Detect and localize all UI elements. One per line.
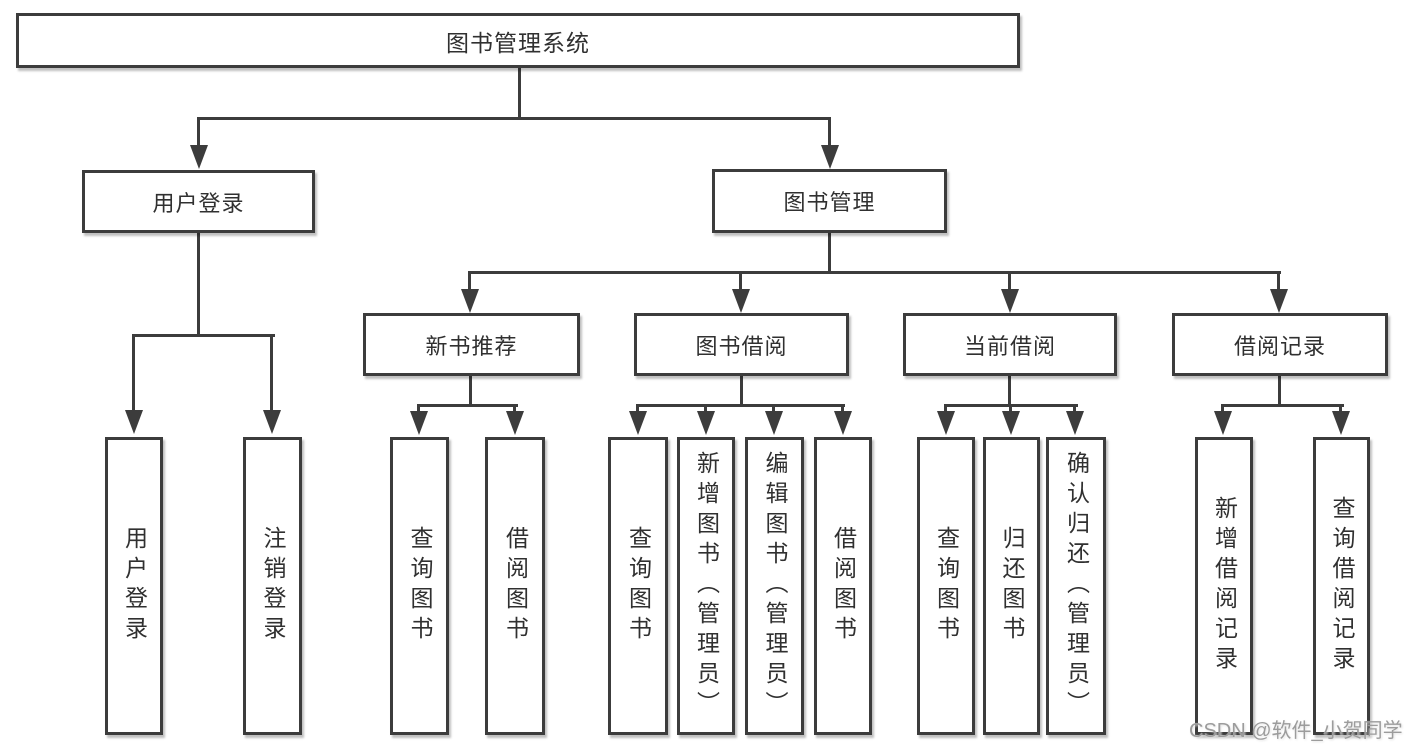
edge-login-trunk-vline: [197, 233, 200, 336]
edge-manage-trunk-vline: [828, 233, 831, 272]
arrow-down-to-bor-add-icon: [697, 411, 715, 435]
arrow-down-to-cur-confirm-icon: [1066, 411, 1084, 435]
edge-to-leaf-logout-stub: [270, 334, 273, 410]
node-current-borrow: 当前借阅: [903, 313, 1117, 376]
node-book-manage-group: 图书管理: [712, 169, 947, 233]
arrow-down-to-current-icon: [1001, 289, 1019, 313]
leaf-rec-query-book: 查询图书: [390, 437, 449, 735]
edge-to-leaf-user-login-stub: [132, 334, 135, 410]
leaf-rcd-add-record-label: 新增借阅记录: [1211, 496, 1238, 676]
edge-to-borrow-stub: [739, 271, 742, 291]
leaf-bor-query-book-label: 查询图书: [625, 526, 652, 646]
node-user-login-group-label: 用户登录: [152, 190, 245, 216]
leaf-cur-confirm-return-admin: 确认归还（管理员）: [1046, 437, 1106, 735]
arrow-down-to-rcd-query-icon: [1332, 411, 1350, 435]
edge-records-trunk-vline: [1278, 376, 1281, 406]
leaf-cur-confirm-return-admin-label: 确认归还（管理员）: [1063, 451, 1090, 721]
node-borrow-records: 借阅记录: [1172, 313, 1388, 376]
node-new-book-recommend: 新书推荐: [363, 313, 580, 376]
edge-to-records-stub: [1277, 271, 1280, 291]
edge-to-current-stub: [1008, 271, 1011, 291]
edge-root-children-hline: [197, 117, 831, 120]
arrow-down-to-leaf-user-login-icon: [125, 410, 143, 434]
leaf-rcd-query-record-label: 查询借阅记录: [1329, 496, 1355, 676]
leaf-logout: 注销登录: [243, 437, 302, 735]
edge-records-children-hline: [1221, 404, 1344, 407]
arrow-down-to-bor-borrow-icon: [834, 411, 852, 435]
edge-to-login-stub: [197, 117, 200, 147]
edge-current-trunk-vline: [1008, 376, 1011, 406]
edge-to-bor-add-stub: [704, 404, 707, 412]
arrow-down-to-rec-borrow-icon: [506, 411, 524, 435]
leaf-bor-add-book-admin-label: 新增图书（管理员）: [693, 451, 720, 721]
leaf-bor-borrow-book: 借阅图书: [814, 437, 872, 735]
node-borrow-records-label: 借阅记录: [1233, 333, 1326, 359]
leaf-rec-borrow-book-label: 借阅图书: [502, 526, 529, 646]
edge-manage-children-hline: [468, 271, 1281, 274]
arrow-down-to-rec-query-icon: [410, 411, 428, 435]
edge-to-cur-query-stub: [944, 404, 947, 412]
leaf-rec-borrow-book: 借阅图书: [485, 437, 545, 735]
edge-to-rec-query-stub: [417, 404, 420, 412]
node-book-borrow: 图书借阅: [634, 313, 849, 376]
arrow-down-to-cur-return-icon: [1002, 411, 1020, 435]
leaf-bor-edit-book-admin: 编辑图书（管理员）: [745, 437, 804, 735]
node-current-borrow-label: 当前借阅: [963, 333, 1056, 359]
edge-to-rcd-add-stub: [1221, 404, 1224, 412]
node-book-manage-group-label: 图书管理: [783, 190, 876, 215]
arrow-down-to-bor-edit-icon: [765, 411, 783, 435]
arrow-down-to-login-icon: [190, 145, 208, 169]
edge-to-rcd-query-stub: [1339, 404, 1342, 412]
leaf-cur-return-book: 归还图书: [983, 437, 1040, 735]
leaf-bor-add-book-admin: 新增图书（管理员）: [677, 437, 735, 735]
leaf-bor-query-book: 查询图书: [608, 437, 668, 735]
leaf-rcd-query-record: 查询借阅记录: [1313, 437, 1370, 735]
arrow-down-to-cur-query-icon: [937, 411, 955, 435]
edge-root-trunk-vline: [518, 68, 521, 117]
edge-to-rec-borrow-stub: [513, 404, 516, 412]
node-root-system-label: 图书管理系统: [446, 29, 590, 56]
leaf-rec-query-book-label: 查询图书: [407, 526, 433, 646]
edge-to-recommend-stub: [468, 271, 471, 291]
edge-to-cur-return-stub: [1009, 404, 1012, 412]
edge-recommend-trunk-vline: [469, 376, 472, 406]
csdn-watermark: CSDN @软件_小贺同学: [1189, 720, 1403, 742]
arrow-down-to-borrow-icon: [732, 289, 750, 313]
node-user-login-group: 用户登录: [82, 170, 315, 233]
arrow-down-to-rcd-add-icon: [1214, 411, 1232, 435]
node-root-system: 图书管理系统: [16, 13, 1020, 68]
leaf-user-login: 用户登录: [105, 437, 163, 735]
edge-to-cur-confirm-stub: [1073, 404, 1076, 412]
edge-to-bor-edit-stub: [772, 404, 775, 412]
leaf-cur-query-book-label: 查询图书: [933, 526, 960, 646]
arrow-down-to-leaf-logout-icon: [263, 410, 281, 434]
arrow-down-to-bor-query-icon: [629, 411, 647, 435]
leaf-user-login-label: 用户登录: [121, 526, 148, 646]
arrow-down-to-records-icon: [1270, 289, 1288, 313]
node-book-borrow-label: 图书借阅: [695, 333, 788, 359]
edge-borrow-children-hline: [636, 404, 845, 407]
edge-to-manage-stub: [828, 117, 831, 147]
leaf-bor-edit-book-admin-label: 编辑图书（管理员）: [762, 451, 788, 721]
edge-to-bor-query-stub: [636, 404, 639, 412]
leaf-bor-borrow-book-label: 借阅图书: [830, 526, 857, 646]
arrow-down-to-manage-icon: [821, 145, 839, 169]
node-new-book-recommend-label: 新书推荐: [425, 333, 518, 359]
leaf-logout-label: 注销登录: [260, 526, 286, 646]
edge-login-children-hline: [132, 334, 275, 337]
leaf-cur-return-book-label: 归还图书: [999, 526, 1025, 646]
edge-recommend-children-hline: [417, 404, 518, 407]
arrow-down-to-recommend-icon: [461, 289, 479, 313]
edge-borrow-trunk-vline: [740, 376, 743, 406]
leaf-rcd-add-record: 新增借阅记录: [1195, 437, 1253, 735]
edge-to-bor-borrow-stub: [841, 404, 844, 412]
leaf-cur-query-book: 查询图书: [917, 437, 975, 735]
